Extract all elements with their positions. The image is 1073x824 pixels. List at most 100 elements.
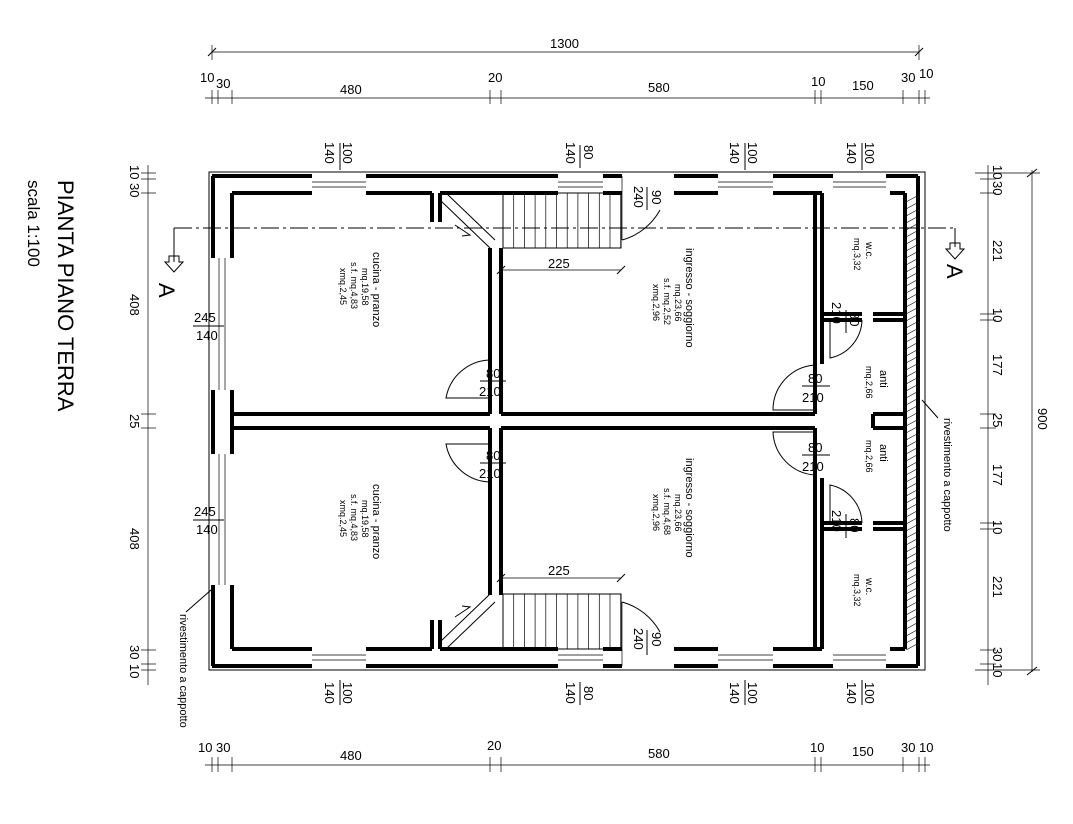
room-wc-bottom: w.c. mq.3,32 xyxy=(852,574,874,607)
hatch-stroke xyxy=(905,363,918,371)
hatch-stroke xyxy=(905,335,918,343)
svg-text:mq.23,66: mq.23,66 xyxy=(673,494,683,532)
stair-length-bottom: 225 xyxy=(548,563,570,578)
hatch-stroke xyxy=(905,573,918,581)
hatch-stroke xyxy=(905,349,918,357)
hatch-stroke xyxy=(905,293,918,301)
hatch-stroke xyxy=(905,258,918,266)
hatch-stroke xyxy=(905,608,918,616)
dim-150: 150 xyxy=(852,78,874,93)
window-label-top-1: 100 140 xyxy=(322,142,355,170)
room-anti-top: anti mq.2,66 xyxy=(864,366,889,399)
french-window-label-top: 245 140 xyxy=(193,310,224,343)
svg-text:80: 80 xyxy=(486,448,500,463)
svg-text:245: 245 xyxy=(194,310,216,325)
rdim-10: 10 xyxy=(990,165,1005,179)
svg-text:210: 210 xyxy=(829,302,844,324)
svg-text:mq.23,66: mq.23,66 xyxy=(673,284,683,322)
svg-text:100: 100 xyxy=(745,142,760,164)
door-label-kitchen-bottom: 80 210 xyxy=(479,448,506,481)
hatch-stroke xyxy=(905,251,918,259)
hatch-stroke xyxy=(905,545,918,553)
svg-text:100: 100 xyxy=(862,682,877,704)
overall-width-label: 1300 xyxy=(550,36,579,51)
svg-text:mq.3,32: mq.3,32 xyxy=(852,574,862,607)
hatch-stroke xyxy=(905,244,918,252)
hatch-stroke xyxy=(905,426,918,434)
svg-text:210: 210 xyxy=(479,384,501,399)
rdim-221-a: 221 xyxy=(990,240,1005,262)
svg-text:anti: anti xyxy=(877,370,889,388)
hatch-stroke xyxy=(905,300,918,308)
svg-text:rivestimento a cappotto: rivestimento a cappotto xyxy=(177,614,189,728)
hatch-stroke xyxy=(905,566,918,574)
hatch-stroke xyxy=(905,314,918,322)
bdim-20: 20 xyxy=(487,738,501,753)
svg-text:140: 140 xyxy=(727,682,742,704)
hatch-stroke xyxy=(905,384,918,392)
hatch-stroke xyxy=(905,272,918,280)
section-mark-right: A xyxy=(942,264,967,279)
ldim-30-b: 30 xyxy=(127,645,142,659)
ldim-30: 30 xyxy=(127,183,142,197)
entry-door-label-top: 90 240 xyxy=(631,186,664,210)
ldim-10-b: 10 xyxy=(127,664,142,678)
plan-scale: scala 1:100 xyxy=(24,180,43,267)
hatch-stroke xyxy=(905,307,918,315)
right-dimensions: 900 10 30 221 10 177 25 177 10 221 30 10 xyxy=(975,165,1050,685)
svg-text:80: 80 xyxy=(808,440,822,455)
hatch-stroke xyxy=(905,447,918,455)
rdim-30: 30 xyxy=(990,181,1005,195)
dim-480: 480 xyxy=(340,82,362,97)
svg-text:140: 140 xyxy=(322,142,337,164)
window-label-bottom-1: 100 140 xyxy=(322,680,355,705)
room-living-top: ingresso - soggiorno mq.23,66 s.f. mq.2,… xyxy=(651,248,695,348)
plan-title: PIANTA PIANO TERRA xyxy=(53,180,78,412)
bdim-10-b: 10 xyxy=(810,740,824,755)
bdim-10-a: 10 xyxy=(198,740,212,755)
ldim-10: 10 xyxy=(127,165,142,179)
svg-text:240: 240 xyxy=(631,186,646,208)
window-label-top-4: 100 140 xyxy=(844,142,877,170)
ldim-25: 25 xyxy=(127,414,142,428)
bdim-30-a: 30 xyxy=(216,740,230,755)
cladding-note-right: rivestimento a cappotto xyxy=(921,399,953,532)
svg-text:s.f. mq.4,83: s.f. mq.4,83 xyxy=(349,262,359,309)
svg-text:140: 140 xyxy=(727,142,742,164)
hatch-stroke xyxy=(905,468,918,476)
hatch-stroke xyxy=(905,636,918,644)
hatch-stroke xyxy=(905,643,918,651)
dim-10-c: 10 xyxy=(919,66,933,81)
ldim-408-a: 408 xyxy=(127,294,142,316)
hatch-stroke xyxy=(905,391,918,399)
dim-580: 580 xyxy=(648,80,670,95)
hatch-stroke xyxy=(905,209,918,217)
hatch-stroke xyxy=(905,377,918,385)
hatch-stroke xyxy=(905,482,918,490)
svg-text:mq.2,66: mq.2,66 xyxy=(864,366,874,399)
cladding-note-left: rivestimento a cappotto xyxy=(177,589,212,728)
svg-text:w.c.: w.c. xyxy=(863,241,874,259)
hatch-stroke xyxy=(905,440,918,448)
room-kitchen-top: cucina - pranzo mq.19,58 s.f. mq.4,83 xm… xyxy=(338,252,382,327)
window-label-top-2: 80 140 xyxy=(563,142,596,168)
svg-text:210: 210 xyxy=(479,466,501,481)
bdim-10-c: 10 xyxy=(919,740,933,755)
rdim-177-b: 177 xyxy=(990,464,1005,486)
svg-text:240: 240 xyxy=(631,628,646,650)
svg-text:100: 100 xyxy=(340,682,355,704)
rdim-10-d: 10 xyxy=(990,663,1005,677)
hatch-stroke xyxy=(905,594,918,602)
hatch-stroke xyxy=(905,615,918,623)
top-dimensions: 1300 10 30 480 20 580 10 150 30 10 xyxy=(200,36,933,104)
svg-text:s.f. mq.2,52: s.f. mq.2,52 xyxy=(662,278,672,325)
door-label-wc-bottom: 80 210 xyxy=(829,510,862,538)
svg-text:140: 140 xyxy=(844,142,859,164)
dim-20: 20 xyxy=(488,70,502,85)
hatch-stroke xyxy=(905,461,918,469)
svg-text:100: 100 xyxy=(745,682,760,704)
hatch-stroke xyxy=(905,517,918,525)
rdim-221-b: 221 xyxy=(990,576,1005,598)
room-kitchen-bottom: cucina - pranzo mq.19,58 s.f. mq.4,83 xm… xyxy=(338,484,382,559)
rdim-10-b: 10 xyxy=(990,308,1005,322)
